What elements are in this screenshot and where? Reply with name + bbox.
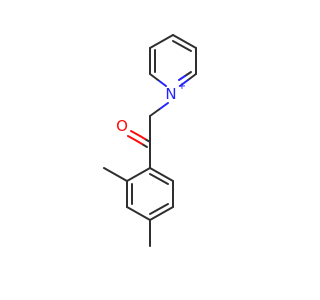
- bond-ring-c5-n-b: [179, 79, 189, 87]
- bond-methyl-ortho: [103, 167, 128, 182]
- nitrogen-charge-label: +: [178, 81, 186, 92]
- bond-ring-n-c1-a: [157, 79, 167, 87]
- bond-benz-c1-c2: [126, 167, 151, 182]
- bond-n-ch2-a: [158, 102, 169, 111]
- nitrogen-atom-label: N: [165, 85, 176, 103]
- molecule-structure: N + O: [103, 34, 197, 247]
- bond-ring-n-c1-b: [149, 73, 159, 81]
- bond-ring-c3-c4-inner: [172, 40, 192, 52]
- bonds: [103, 34, 197, 247]
- bond-ring-c5-n-inner-a: [184, 71, 192, 77]
- bond-benz-c4-c5-inner: [149, 203, 169, 215]
- bond-benz-c4-c5: [149, 206, 174, 221]
- oxygen-atom-label: O: [116, 117, 128, 135]
- atom-labels: N + O: [116, 81, 186, 135]
- bond-benz-c6-c1: [149, 167, 174, 182]
- bond-carbonyl-o-1b: [130, 130, 141, 137]
- bond-carbonyl-o-2b: [127, 135, 138, 142]
- bond-ring-c3-c4: [172, 34, 197, 49]
- bond-benz-c3-c4: [126, 206, 151, 221]
- bond-ring-c5-n-inner-b: [178, 75, 186, 81]
- bond-n-ch2-b: [149, 108, 160, 117]
- bond-ring-c2-c3: [149, 34, 174, 49]
- bond-ring-c5-n-a: [187, 73, 197, 81]
- bond-benz-c6-c1-inner: [149, 173, 169, 185]
